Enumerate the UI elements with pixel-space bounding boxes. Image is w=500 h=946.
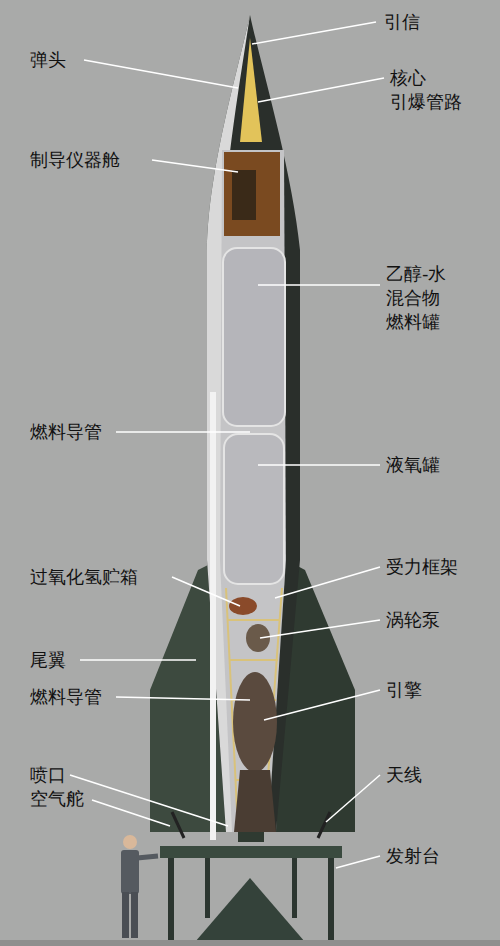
part-label: 弹头 <box>30 48 66 72</box>
part-label: 液氧罐 <box>386 453 440 477</box>
part-label: 天线 <box>386 763 422 787</box>
part-label: 尾翼 <box>30 648 66 672</box>
part-label: 喷口 空气舵 <box>30 763 100 811</box>
part-label: 燃料导管 <box>30 685 102 709</box>
part-label: 引信 <box>384 10 420 34</box>
part-label: 受力框架 <box>386 555 458 579</box>
part-label: 燃料导管 <box>30 420 102 444</box>
part-label: 涡轮泵 <box>386 608 440 632</box>
part-label: 引擎 <box>386 678 422 702</box>
part-label: 乙醇-水 混合物 燃料罐 <box>386 262 476 334</box>
part-label: 过氧化氢贮箱 <box>30 565 138 589</box>
part-label: 制导仪器舱 <box>30 148 120 172</box>
part-label: 发射台 <box>386 844 440 868</box>
part-label: 核心 引爆管路 <box>390 66 470 114</box>
